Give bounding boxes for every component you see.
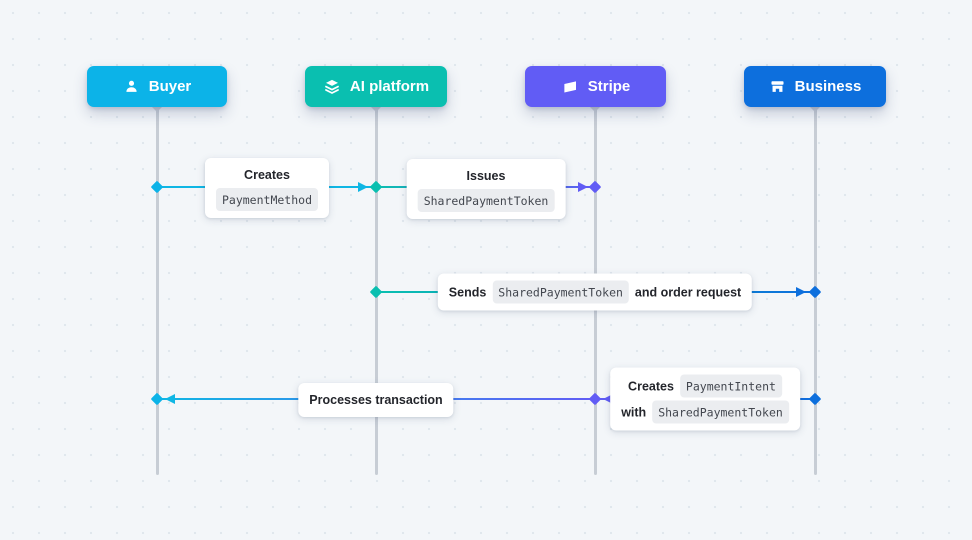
endpoint-diamond-icon bbox=[808, 285, 822, 299]
code-chip: PaymentIntent bbox=[679, 374, 782, 398]
endpoint-diamond-icon bbox=[588, 180, 602, 194]
code-chip: SharedPaymentToken bbox=[652, 400, 789, 424]
arrowhead-left-icon bbox=[603, 393, 613, 404]
endpoint-diamond-icon bbox=[150, 392, 164, 406]
actor-ai-platform: AI platform bbox=[305, 66, 447, 107]
lifeline-connector bbox=[589, 106, 601, 112]
message-suffix: and order request bbox=[634, 285, 742, 299]
code-chip: PaymentMethod bbox=[215, 188, 319, 211]
user-icon bbox=[123, 78, 140, 95]
arrowhead-right-icon bbox=[358, 181, 368, 192]
message-label-issues-sharedpaymenttoken: Issues SharedPaymentToken bbox=[406, 159, 566, 219]
actor-label: Business bbox=[794, 78, 862, 95]
message-label-creates-paymentmethod: Creates PaymentMethod bbox=[204, 158, 330, 218]
lifeline-connector bbox=[370, 106, 382, 112]
code-chip: SharedPaymentToken bbox=[417, 189, 555, 212]
actor-stripe: Stripe bbox=[525, 66, 666, 107]
endpoint-diamond-icon bbox=[150, 180, 164, 194]
storefront-icon bbox=[769, 78, 786, 95]
lifeline-connector bbox=[809, 106, 821, 112]
lifeline-connector bbox=[151, 106, 163, 112]
lifeline-buyer bbox=[155, 107, 159, 475]
message-connector: with bbox=[621, 405, 647, 419]
message-action: Creates bbox=[244, 168, 290, 182]
endpoint-diamond-icon bbox=[369, 180, 383, 194]
message-action: Issues bbox=[466, 169, 506, 183]
endpoint-diamond-icon bbox=[808, 392, 822, 406]
message-action: Processes transaction bbox=[309, 393, 443, 407]
message-label-creates-paymentintent: Creates PaymentIntent with SharedPayment… bbox=[610, 367, 800, 431]
arrowhead-left-icon bbox=[165, 393, 175, 404]
endpoint-diamond-icon bbox=[588, 392, 602, 406]
actor-label: Stripe bbox=[587, 78, 631, 95]
message-label-processes-transaction: Processes transaction bbox=[298, 383, 454, 417]
arrowhead-right-icon bbox=[578, 181, 588, 192]
actor-label: Buyer bbox=[148, 78, 192, 95]
layers-icon bbox=[323, 78, 341, 96]
code-chip: SharedPaymentToken bbox=[492, 280, 629, 304]
message-action: Sends bbox=[448, 285, 487, 299]
message-action: Creates bbox=[628, 379, 674, 393]
arrowhead-right-icon bbox=[796, 286, 806, 297]
actor-label: AI platform bbox=[349, 78, 430, 95]
actor-buyer: Buyer bbox=[87, 66, 227, 107]
endpoint-diamond-icon bbox=[369, 285, 383, 299]
message-label-sends-token-order: Sends SharedPaymentToken and order reque… bbox=[437, 273, 753, 311]
stripe-logo-icon bbox=[561, 78, 579, 96]
actor-business: Business bbox=[744, 66, 886, 107]
